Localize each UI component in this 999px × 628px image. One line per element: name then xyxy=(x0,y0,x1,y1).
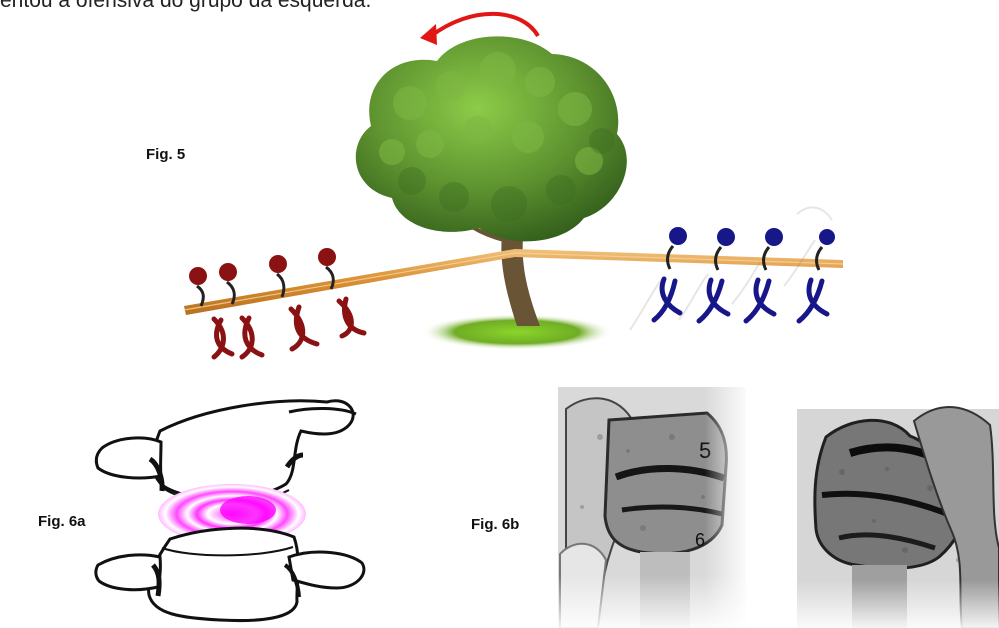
red-player-4 xyxy=(318,248,364,336)
xray-left: 5 6 xyxy=(558,387,746,628)
curved-arrow-icon xyxy=(431,14,538,36)
blue-player-2 xyxy=(699,228,735,321)
upper-vertebra xyxy=(152,401,353,499)
figure-6b-xray-photos: 5 6 xyxy=(558,387,999,628)
arrow-head-icon xyxy=(420,24,437,45)
lower-vertebra xyxy=(149,528,299,620)
lower-vertebra-right-process xyxy=(289,552,364,588)
xray-right xyxy=(797,407,999,628)
blue-player-1 xyxy=(654,227,687,320)
figure-6a-vertebrae xyxy=(96,401,364,621)
blue-player-4 xyxy=(799,229,835,321)
blue-team xyxy=(654,227,835,321)
lower-vertebra-left-process xyxy=(96,555,161,590)
tug-of-war-figure xyxy=(184,14,843,357)
red-player-3 xyxy=(269,255,317,349)
tree xyxy=(356,36,627,326)
